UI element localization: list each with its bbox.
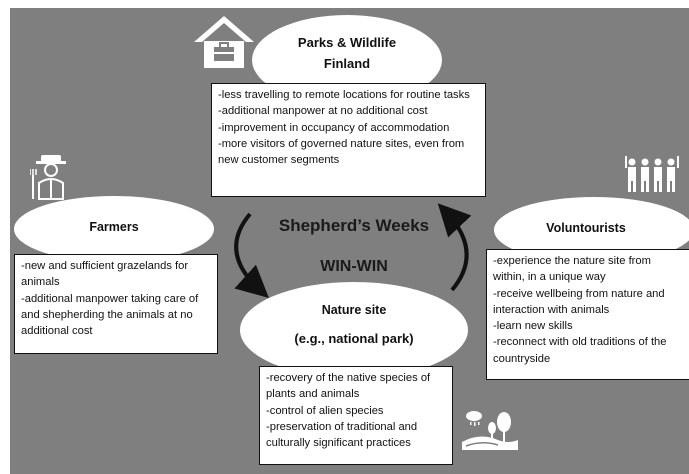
farmers-benefit: -additional manpower taking care of and … [21,292,199,338]
parks-benefit: -additional manpower at no additional co… [218,105,428,118]
nature-benefits-box: -recovery of the native species of plant… [259,366,453,465]
farmer-icon [30,153,72,201]
voluntourists-benefits-box: -experience the nature site from within,… [486,249,689,380]
parks-benefits-box: -less travelling to remote locations for… [211,83,486,197]
house-briefcase-icon [192,14,256,70]
nature-label-line1: Nature site [321,302,387,317]
parks-benefit: -more visitors of governed nature sites,… [218,137,465,167]
nature-label-line2: (e.g., national park) [294,330,414,346]
voluntourists-benefit: -experience the nature site from within,… [493,255,651,284]
nature-benefit: -recovery of the native species of plant… [266,372,431,401]
voluntourists-benefit: -learn new skills [493,320,573,333]
farmers-benefits-box: -new and sufficient grazelands for anima… [14,254,218,354]
parks-benefit: -less travelling to remote locations for… [218,89,470,101]
cycle-arrows [234,203,472,299]
parks-benefit: -improvement in occupancy of accommodati… [218,121,450,134]
voluntourists-benefit: -receive wellbeing from nature and inter… [493,287,665,316]
voluntourists-label: Voluntourists [546,221,626,235]
farmers-benefit: -new and sufficient grazelands for anima… [21,260,189,289]
left-cycle-arrow [234,212,269,299]
voluntourists-benefit: -reconnect with old traditions of the co… [493,336,667,365]
center-subtitle: WIN-WIN [320,258,388,275]
farmers-node: Farmers [14,196,214,262]
right-cycle-arrow [437,203,472,292]
nature-site-node: Nature site (e.g., national park) [240,282,468,378]
farmers-label: Farmers [89,220,139,234]
nature-benefit: -control of alien species [266,404,384,417]
nature-landscape-icon [462,408,518,450]
parks-label-line2: Finland [323,56,371,71]
center-title: Shepherd’s Weeks [278,216,430,235]
group-people-icon [624,154,680,194]
parks-label-line1: Parks & Wildlife [297,35,397,50]
nature-benefit: -preservation of traditional and cultura… [266,420,418,450]
